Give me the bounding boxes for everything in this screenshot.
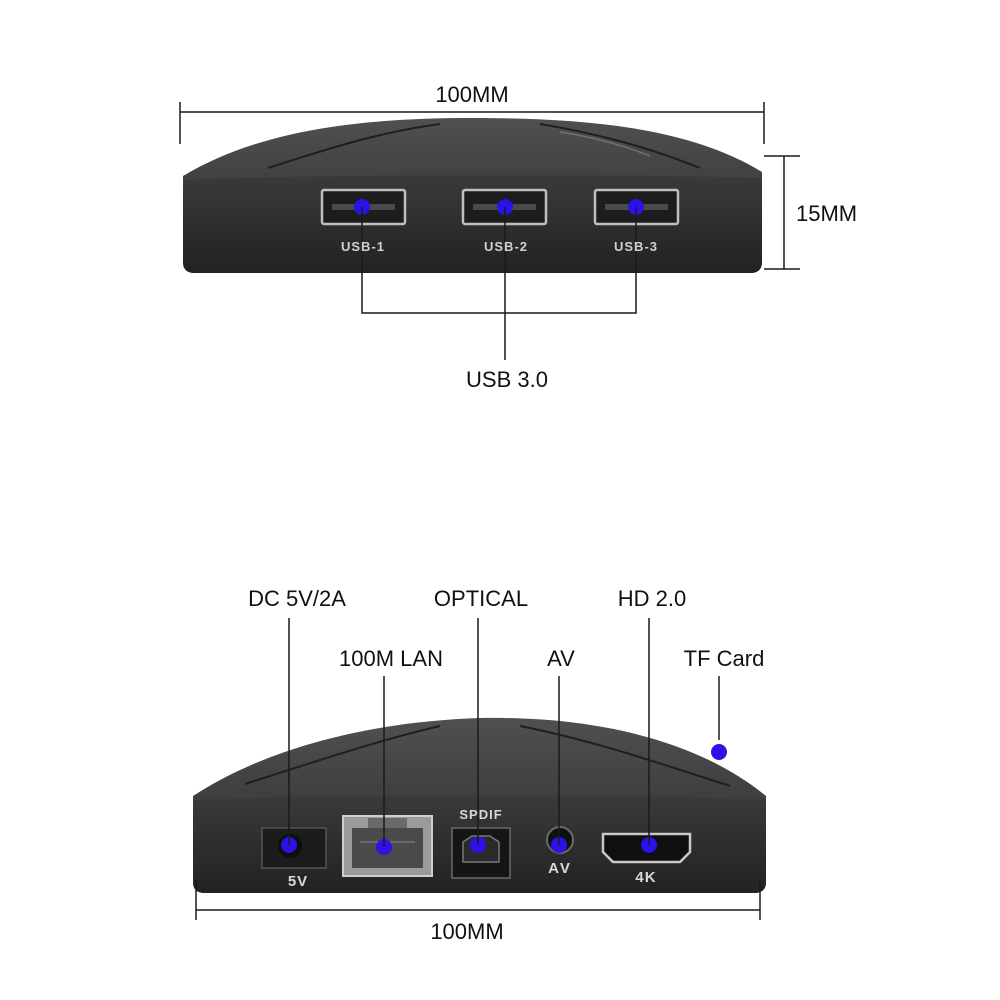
callout-dc: DC 5V/2A [248,586,346,611]
bottom-width-label: 100MM [430,919,504,944]
device-top-groove-right [539,123,701,169]
device-bottom-groove-right [519,725,731,787]
dimension-height [764,155,800,270]
device-top-groove-left [267,123,441,169]
usb-group-label: USB 3.0 [466,367,548,392]
callout-hd: HD 2.0 [617,586,687,611]
top-width-label: 100MM [435,82,509,107]
device-top-view [183,118,762,360]
usb-port-2-label: USB-2 [483,239,529,254]
port-mark-dc: 5V [287,873,309,890]
usb-bracket-line [361,207,637,360]
dimension-bottom-width [195,880,761,920]
usb-port-1-label: USB-1 [340,239,386,254]
device-top-highlight [559,131,651,157]
device-bottom-view [193,618,766,893]
usb-port-3-label: USB-3 [613,239,659,254]
port-mark-av: AV [548,860,572,877]
device-bottom-groove-left [244,725,441,785]
marker-tf-card [711,744,727,760]
optical-port [451,827,511,879]
height-label: 15MM [796,201,858,226]
port-mark-hd: 4K [635,869,657,886]
port-mark-spdif: SPDIF [459,807,503,822]
dimension-top-width [179,102,765,144]
callout-lan: 100M LAN [339,646,443,671]
callout-tf-card: TF Card [683,646,765,671]
callout-av: AV [547,646,575,671]
callout-optical: OPTICAL [433,586,529,611]
